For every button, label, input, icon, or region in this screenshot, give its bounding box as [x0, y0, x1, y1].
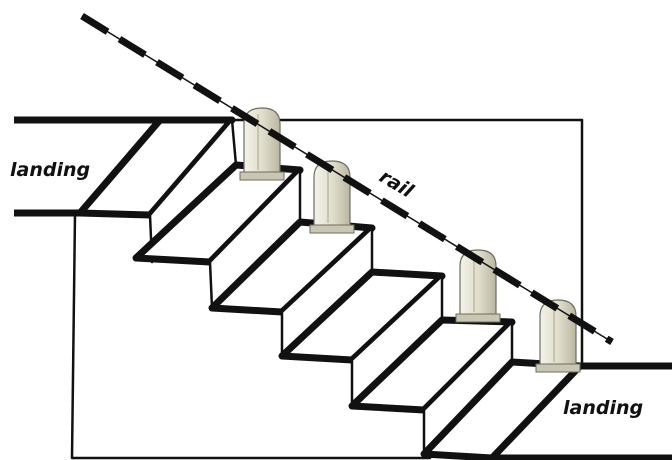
- rail-post: [535, 299, 581, 373]
- landing-top-label: landing: [10, 159, 90, 181]
- rail-post: [455, 249, 501, 323]
- landing-bottom-label: landing: [563, 397, 643, 419]
- rail-line: [80, 13, 614, 345]
- bottom-landing: [492, 362, 672, 460]
- rail-posts: [239, 107, 581, 373]
- stair-steps: [76, 116, 584, 460]
- rail-post: [309, 160, 355, 234]
